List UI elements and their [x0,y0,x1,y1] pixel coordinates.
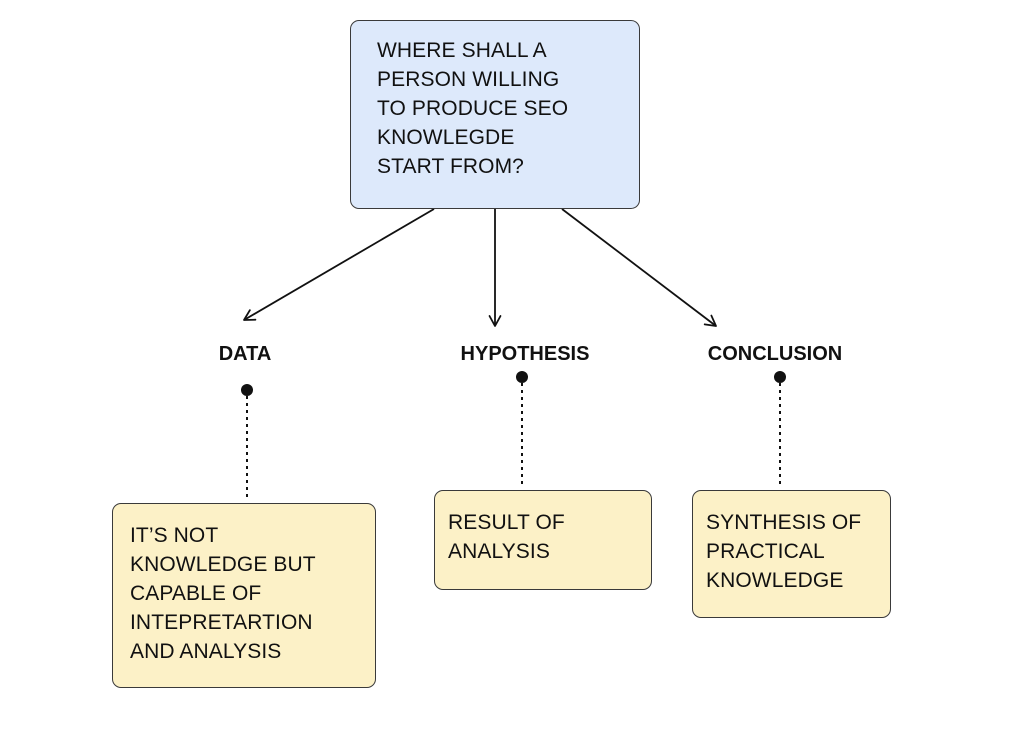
hypothesis-description-box: RESULT OF ANALYSIS [434,490,652,590]
conclusion-description-box: SYNTHESIS OF PRACTICAL KNOWLEDGE [692,490,891,618]
hypothesis-anchor-dot [516,371,528,383]
arrow-to-conclusion [561,208,717,327]
root-question-box: WHERE SHALL A PERSON WILLING TO PRODUCE … [350,20,640,209]
conclusion-anchor-dot [774,371,786,383]
arrow-to-data [243,208,435,321]
branch-label-data: DATA [218,343,272,365]
branch-label-hypothesis: HYPOTHESIS [460,343,590,365]
data-description-box: IT’S NOT KNOWLEDGE BUT CAPABLE OF INTEPR… [112,503,376,688]
branch-label-conclusion: CONCLUSION [707,343,843,365]
data-anchor-dot [241,384,253,396]
